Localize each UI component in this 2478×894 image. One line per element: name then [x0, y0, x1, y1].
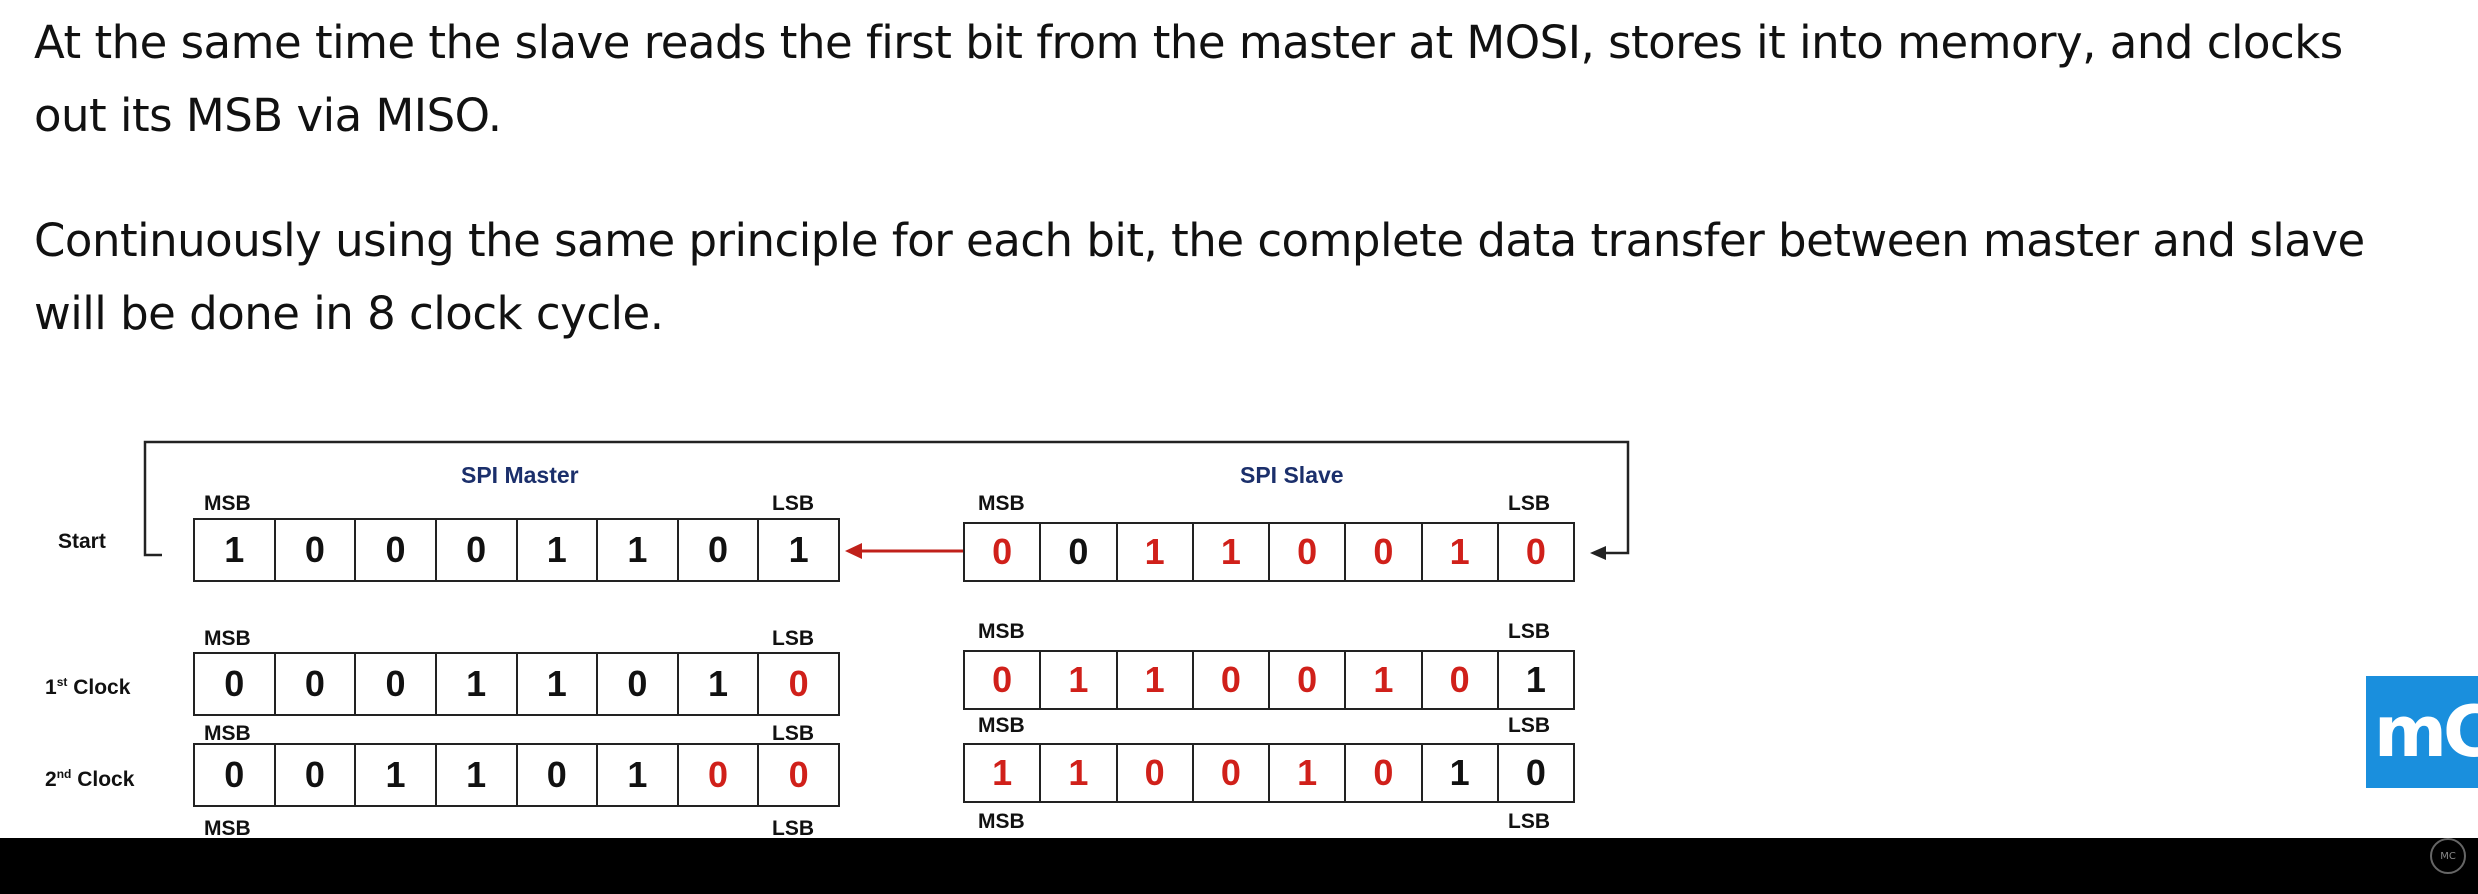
slave-lsb-label-start: LSB [1508, 492, 1550, 515]
slave-bit-cell: 1 [1525, 659, 1546, 700]
slave-bit-cell: 1 [1041, 745, 1118, 801]
master-bit-cell: 0 [356, 520, 437, 580]
slave-bit-cell: 1 [1118, 652, 1194, 708]
master-lsb-label-1: LSB [772, 627, 814, 650]
master-bit-cell: 0 [356, 654, 437, 714]
master-lsb-label-3: LSB [772, 817, 814, 840]
feedback-loop-line [143, 440, 1630, 557]
master-bit-cell: 1 [356, 745, 437, 805]
slave-lsb-label-3: LSB [1508, 810, 1550, 833]
master-bit-cell: 1 [195, 520, 276, 580]
slave-lsb-label-1: LSB [1508, 620, 1550, 643]
slave-bit-cell: 1 [1118, 524, 1194, 580]
spi-slave-title: SPI Slave [1240, 462, 1344, 488]
master-msb-label-start: MSB [204, 492, 251, 515]
spi-master-title: SPI Master [461, 462, 579, 488]
slave-bit-cell: 0 [1270, 652, 1347, 708]
video-bottom-bar [0, 838, 2478, 894]
master-bit-cell: 0 [679, 745, 760, 805]
master-bit-cell: 0 [518, 745, 599, 805]
master-bit-cell: 1 [679, 654, 760, 714]
slave-bit-cell: 1 [1270, 745, 1347, 801]
master-bit-cell: 0 [788, 754, 809, 795]
row-label-1st-clock: 1st Clock [45, 675, 131, 699]
slave-bit-cell: 1 [1423, 524, 1499, 580]
slave-bit-cell: 1 [1346, 652, 1423, 708]
mc-logo: mC [2366, 676, 2478, 788]
slave-bit-cell: 1 [1041, 652, 1118, 708]
master-bit-cell: 1 [598, 520, 679, 580]
master-bit-cell: 0 [437, 520, 518, 580]
slave-bit-cell: 0 [1041, 524, 1118, 580]
slave-bit-cell: 0 [1270, 524, 1347, 580]
slave-msb-label-start: MSB [978, 492, 1025, 515]
master-bit-cell: 1 [437, 654, 518, 714]
master-bit-cell: 0 [679, 520, 760, 580]
slave-bit-cell: 1 [965, 745, 1042, 801]
slave-bit-cell: 0 [1118, 745, 1194, 801]
master-bit-cell: 1 [788, 529, 809, 570]
master-bit-cell: 0 [276, 745, 357, 805]
master-lsb-label-2: LSB [772, 722, 814, 745]
master-msb-label-3: MSB [204, 817, 251, 840]
row-label-2nd-clock: 2nd Clock [45, 767, 135, 791]
master-bit-cell: 0 [195, 654, 276, 714]
master-msb-label-1: MSB [204, 627, 251, 650]
slave-msb-label-2: MSB [978, 714, 1025, 737]
slave-bit-cell: 0 [1346, 524, 1423, 580]
master-lsb-label-start: LSB [772, 492, 814, 515]
slave-bit-cell: 0 [1525, 531, 1546, 572]
row-label-start: Start [58, 530, 106, 553]
slave-msb-label-3: MSB [978, 810, 1025, 833]
feedback-arrowhead [1590, 546, 1606, 560]
transfer-arrowhead [845, 543, 862, 559]
master-bit-cell: 0 [276, 520, 357, 580]
slave-bit-cell: 1 [1194, 524, 1270, 580]
master-bit-cell: 1 [518, 520, 599, 580]
slave-lsb-label-2: LSB [1508, 714, 1550, 737]
slave-bit-cell: 0 [1525, 752, 1546, 793]
paragraph-slave-reads: At the same time the slave reads the fir… [34, 16, 2343, 142]
slave-bit-cell: 0 [1423, 652, 1499, 708]
slave-bit-cell: 0 [1194, 745, 1270, 801]
master-bit-cell: 1 [437, 745, 518, 805]
slave-bit-cell: 1 [1423, 745, 1499, 801]
slave-bit-cell: 0 [1346, 745, 1423, 801]
master-bit-cell: 0 [598, 654, 679, 714]
master-bit-cell: 0 [788, 663, 809, 704]
channel-watermark-icon: MC [2430, 838, 2466, 874]
master-bit-cell: 1 [598, 745, 679, 805]
master-bit-cell: 0 [195, 745, 276, 805]
master-bit-cell: 1 [518, 654, 599, 714]
master-bit-cell: 0 [276, 654, 357, 714]
slave-bit-cell: 0 [965, 652, 1042, 708]
master-msb-label-2: MSB [204, 722, 251, 745]
paragraph-data-transfer: Continuously using the same principle fo… [34, 214, 2365, 340]
slave-bit-cell: 0 [965, 524, 1042, 580]
slave-bit-cell: 0 [1194, 652, 1270, 708]
slave-msb-label-1: MSB [978, 620, 1025, 643]
